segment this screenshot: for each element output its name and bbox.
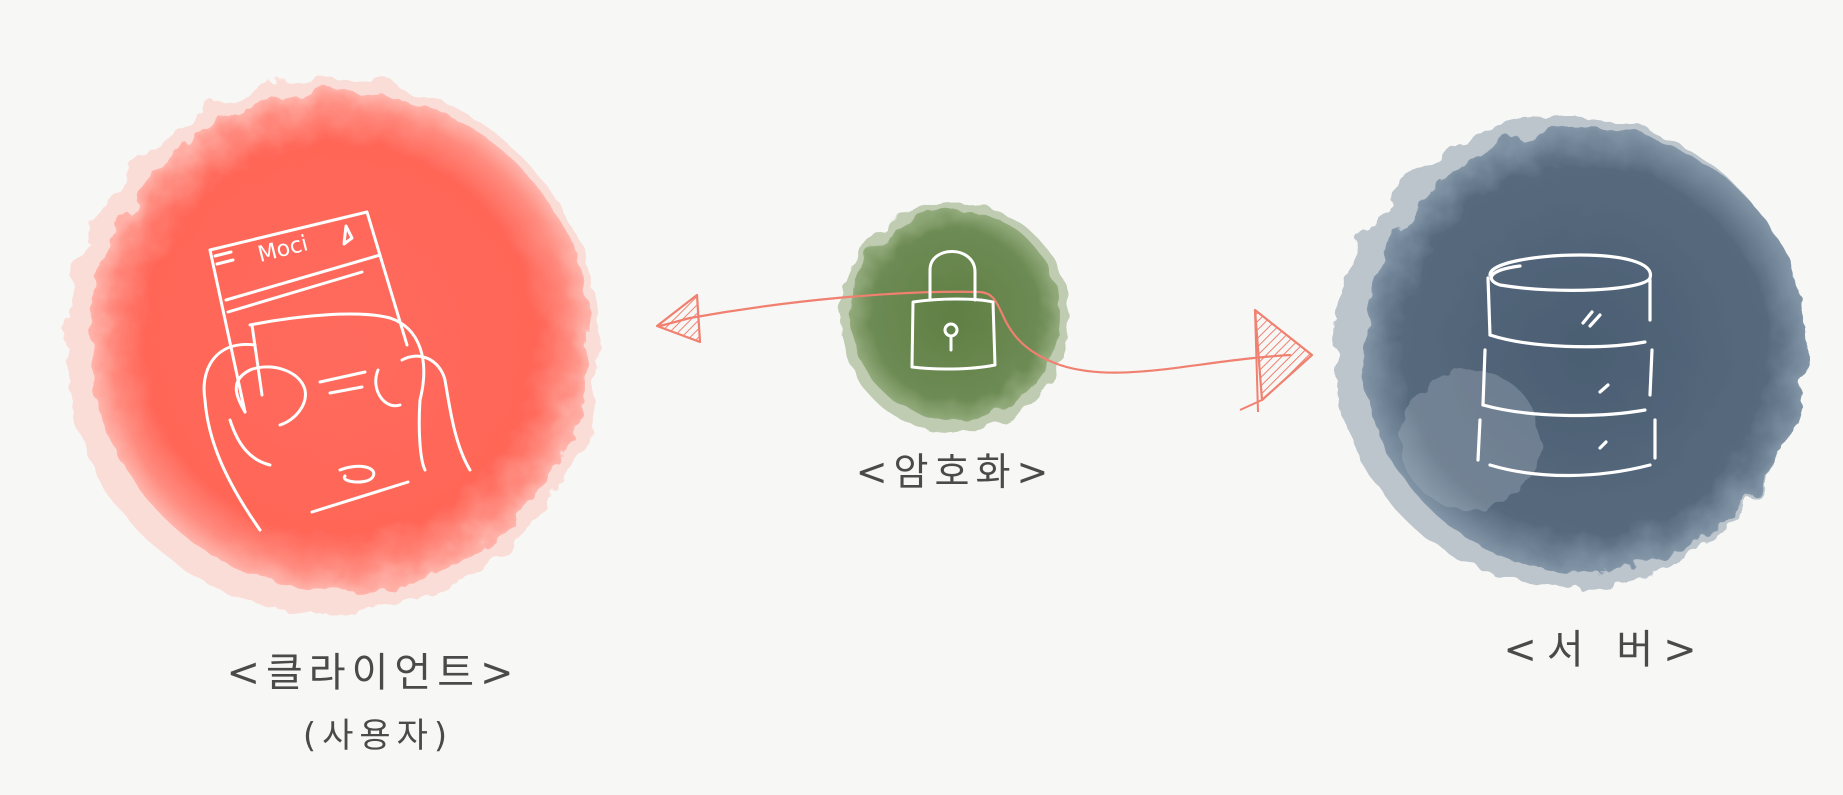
encryption-label: <암호화> <box>855 450 1055 494</box>
server-circle <box>1335 117 1807 587</box>
hand-holding-phone-icon: Moci <box>202 210 472 532</box>
server-label: <서 버> <box>1503 627 1707 673</box>
client-sublabel: (사용자) <box>302 716 454 756</box>
client-label: <클라이언트> <box>226 650 520 696</box>
arrow-head-left <box>655 293 702 344</box>
database-icon <box>1476 253 1657 478</box>
arrow-head-right <box>1239 308 1314 413</box>
padlock-icon <box>910 250 997 371</box>
encryption-circle <box>840 203 1070 433</box>
client-circle <box>64 78 600 614</box>
